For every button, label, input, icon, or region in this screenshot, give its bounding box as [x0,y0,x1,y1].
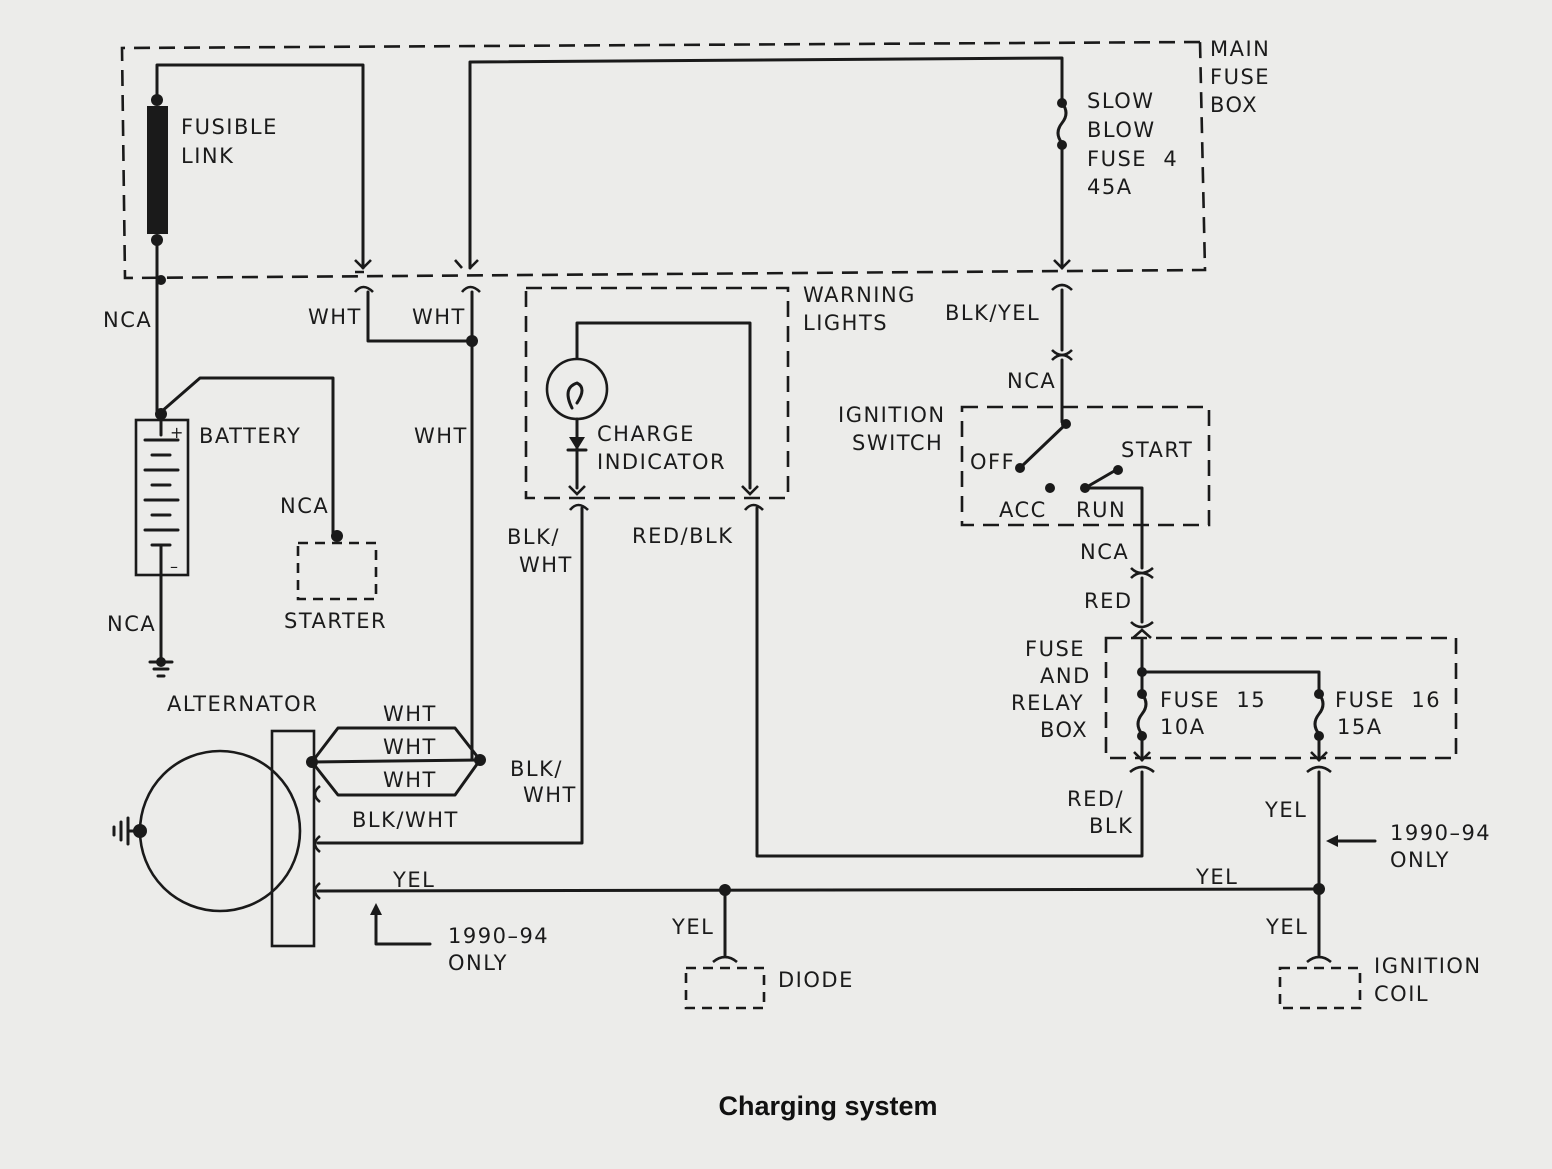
alternator [112,726,1321,964]
switch-position-acc: ACC [999,498,1047,522]
diode-label: DIODE [778,968,854,992]
wire-label-blk-wht-1: BLK/ [510,757,563,781]
fuse-16-label-2: 15A [1337,715,1383,739]
switch-position-off: OFF [970,450,1015,474]
charge-indicator [316,321,1144,858]
main-fuse-box-label-1: MAIN [1210,37,1270,61]
wire-label-wht: WHT [383,768,437,792]
alternator-label: ALTERNATOR [167,692,318,716]
wire-label-nca: NCA [1080,540,1129,564]
wire-label-red: RED [1084,589,1133,613]
wire-label-blk-wht-2: WHT [519,553,573,577]
fuse-relay-box [1104,636,1458,760]
starter-box [296,541,378,601]
wire-label-blk-wht-1: BLK/ [507,525,560,549]
wire-label-blk-yel: BLK/YEL [945,301,1040,325]
fuse-relay-box-label-4: BOX [1040,718,1088,742]
battery-plus: + [170,423,185,442]
wire-label-yel: YEL [1265,915,1308,939]
fusible-link-circuit [147,63,365,538]
wire-label-wht: WHT [414,424,468,448]
note-years-left-1: 1990–94 [448,924,549,948]
note-years-left-2: ONLY [448,951,508,975]
main-fuse-box-label-2: FUSE [1210,65,1270,89]
main-fuse-box-label-3: BOX [1210,93,1258,117]
wire-label-nca: NCA [280,494,329,518]
warning-lights-box [524,286,790,500]
fusible-link [147,106,168,234]
slow-blow-fuse-label-3: FUSE 4 [1087,147,1178,171]
switch-position-run: RUN [1076,498,1126,522]
slow-blow-fuse [1051,98,1073,424]
battery-label: BATTERY [199,424,301,448]
warning-lights-label-1: WARNING [803,283,916,307]
starter-label: STARTER [284,609,387,633]
fuse-15-label-1: FUSE 15 [1160,688,1266,712]
fuse-relay-box-label-1: FUSE [1025,637,1085,661]
fusible-link-label-2: LINK [181,144,234,168]
wire-label-wht: WHT [308,305,362,329]
wire-label-wht: WHT [383,735,437,759]
note-years-right-1: 1990–94 [1390,821,1491,845]
wire-label-blk-wht: BLK/WHT [352,808,459,832]
ignition-coil-label-1: IGNITION [1374,954,1482,978]
fuse-relay-box-label-3: RELAY [1011,691,1084,715]
slow-blow-fuse-label-2: BLOW [1087,118,1156,142]
wire-label-red-blk-2: BLK [1089,814,1133,838]
diode-box [684,966,766,1010]
slow-blow-fuse-label-1: SLOW [1087,89,1155,113]
ground-symbol [148,657,174,678]
wire-label-nca: NCA [1007,369,1056,393]
wire-label-yel: YEL [1195,865,1238,889]
battery-minus: – [170,557,180,576]
note-arrow-right [1326,835,1377,847]
wire-label-yel: YEL [392,868,435,892]
ignition-switch-label-2: SWITCH [852,431,943,455]
wire-label-nca: NCA [103,308,152,332]
wire-label-red-blk-1: RED/ [1067,787,1124,811]
battery [134,416,190,577]
main-fuse-box [120,40,1207,280]
charge-indicator-label-2: INDICATOR [597,450,726,474]
slow-blow-fuse-label-4: 45A [1087,175,1133,199]
ignition-switch [1015,419,1154,639]
charge-indicator-label-1: CHARGE [597,422,695,446]
wire-label-wht: WHT [383,702,437,726]
wire-label-yel: YEL [1264,798,1307,822]
fuse-16-label-1: FUSE 16 [1335,688,1441,712]
wht-circuit [353,56,1064,766]
wire-label-yel: YEL [671,915,714,939]
note-arrow-up [370,903,432,946]
wire-label-red-blk: RED/BLK [632,524,733,548]
fuse-relay-box-label-2: AND [1040,664,1091,688]
warning-lights-label-2: LIGHTS [803,311,888,335]
switch-position-start: START [1121,438,1193,462]
ignition-switch-box [960,405,1211,527]
ignition-coil-box [1278,966,1362,1010]
wire-label-blk-wht-2: WHT [523,783,577,807]
ignition-switch-label-1: IGNITION [838,403,946,427]
wire-label-nca: NCA [107,612,156,636]
diagram-caption: Charging system [718,1091,937,1121]
wire-label-wht: WHT [412,305,466,329]
fuse-15-label-2: 10A [1160,715,1206,739]
fuse-relay-circuit [1129,638,1332,964]
fusible-link-label-1: FUSIBLE [181,115,278,139]
note-years-right-2: ONLY [1390,848,1450,872]
ignition-coil-label-2: COIL [1374,982,1429,1006]
